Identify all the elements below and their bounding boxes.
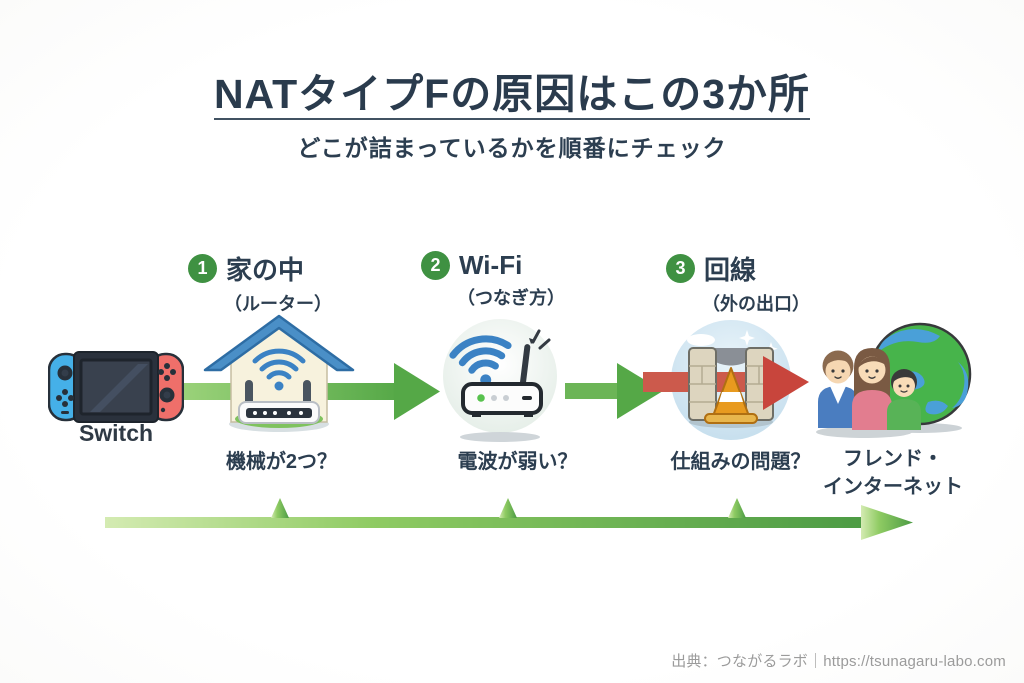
step-header-2: 2 Wi-Fi （つなぎ方） bbox=[421, 250, 565, 310]
source-credit: 出典：つながるラボ｜https://tsunagaru-labo.com bbox=[671, 653, 1006, 670]
flow-arrow-2-icon bbox=[565, 362, 665, 425]
friends-internet-icon bbox=[808, 322, 978, 449]
wifi-signal-icon bbox=[425, 316, 575, 449]
house-router-icon bbox=[203, 312, 355, 439]
question-1: 機械が2つ？ bbox=[225, 451, 338, 473]
step-header-1: 1 家の中 （ルーター） bbox=[188, 250, 332, 316]
step-2-title: Wi-Fi bbox=[459, 250, 523, 280]
switch-label: Switch bbox=[78, 420, 154, 446]
question-2: 電波が弱い？ bbox=[457, 451, 578, 473]
step-header-3: 3 回線 （外の出口） bbox=[666, 250, 810, 316]
title-divider bbox=[214, 118, 810, 120]
destination-label-line2: インターネット bbox=[823, 476, 963, 498]
step-1-subtitle: （ルーター） bbox=[224, 294, 332, 314]
step-1-title: 家の中 bbox=[226, 255, 305, 285]
page-title: NATタイプFの原因はこの3か所 bbox=[213, 71, 811, 117]
destination-label: フレンド・ インターネット bbox=[808, 445, 978, 501]
step-2-badge: 2 bbox=[421, 251, 450, 280]
step-1-badge: 1 bbox=[188, 254, 217, 283]
step-2-subtitle: （つなぎ方） bbox=[457, 288, 565, 308]
switch-console-icon bbox=[47, 348, 185, 431]
step-3-subtitle: （外の出口） bbox=[702, 294, 810, 314]
destination-label-line1: フレンド・ bbox=[843, 448, 943, 470]
step-3-title: 回線 bbox=[704, 255, 757, 285]
timeline-arrow-icon bbox=[105, 495, 920, 550]
question-3: 仕組みの問題？ bbox=[670, 451, 811, 473]
page-subtitle: どこが詰まっているかを順番にチェック bbox=[297, 135, 727, 161]
blocked-gate-icon bbox=[643, 318, 813, 451]
step-3-badge: 3 bbox=[666, 254, 695, 283]
